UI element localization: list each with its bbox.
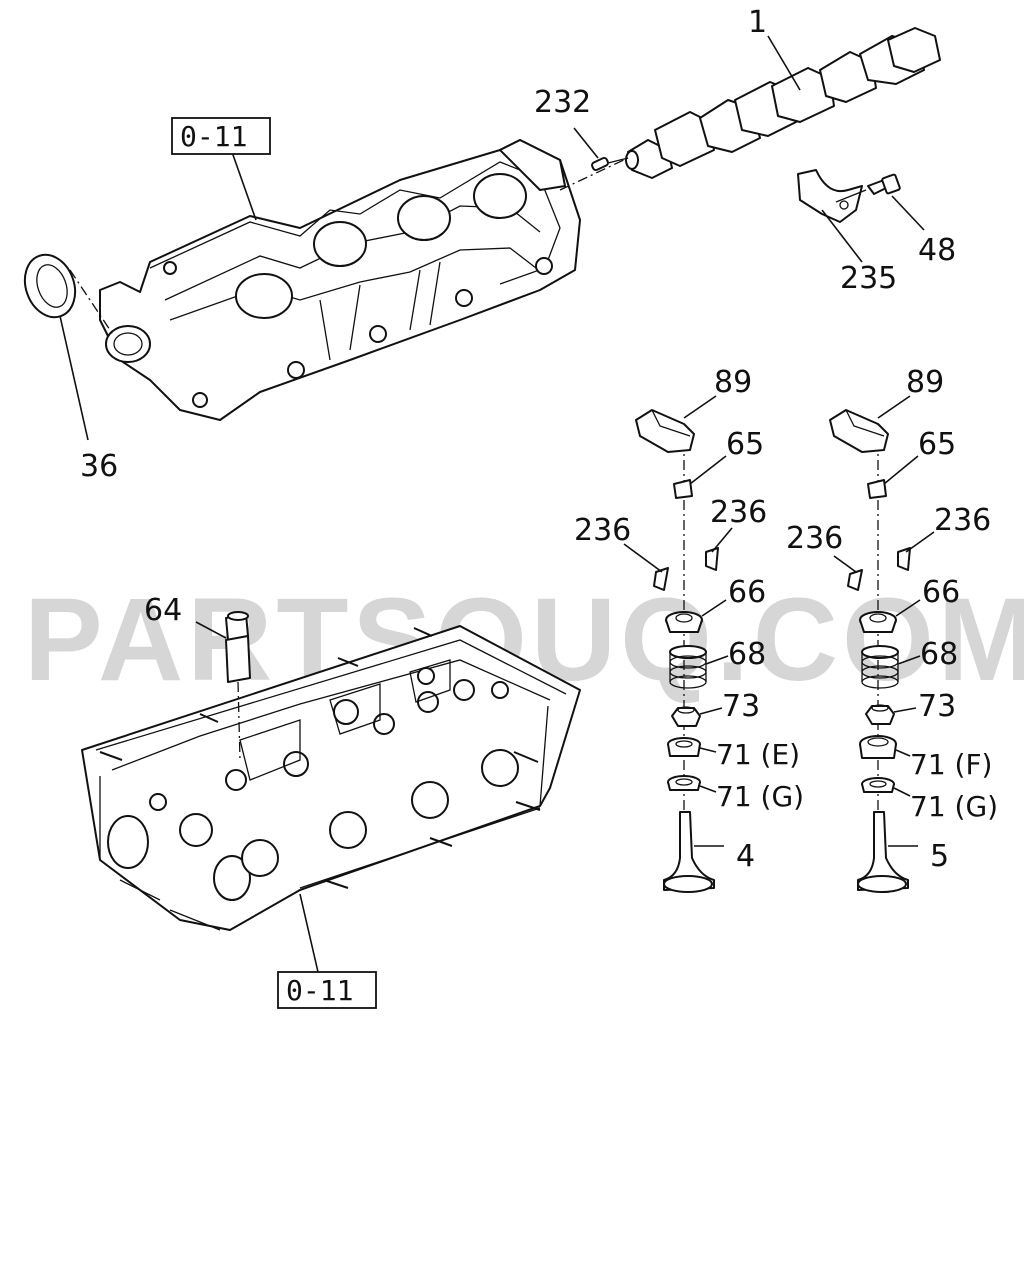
label-rocker-left: 89 — [714, 365, 752, 400]
label-rocker-right: 89 — [906, 365, 944, 400]
label-spring-left: 68 — [728, 637, 766, 672]
cotter-left-a[interactable] — [653, 567, 669, 591]
spring-seat-g-left[interactable] — [667, 775, 701, 791]
cylinder-head[interactable] — [81, 625, 581, 931]
rocker-arm-left[interactable] — [635, 409, 695, 453]
label-cotter-left-a: 236 — [574, 513, 631, 548]
valve-stack-exhaust: 89 65 236 236 66 — [786, 365, 998, 893]
tappet[interactable] — [225, 611, 251, 683]
label-seat-g-right: 71 (G) — [910, 790, 998, 823]
bracket[interactable] — [797, 169, 863, 223]
label-intake-valve: 4 — [736, 839, 755, 874]
label-stem-seal-right: 73 — [918, 689, 956, 724]
label-seat-f: 71 (F) — [910, 748, 992, 781]
stem-seal-right[interactable] — [865, 704, 895, 725]
label-bolt: 48 — [918, 233, 956, 268]
label-seat-g-left: 71 (G) — [716, 780, 804, 813]
label-key-right: 65 — [918, 427, 956, 462]
label-retainer-right: 66 — [922, 575, 960, 610]
label-camshaft: 1 — [748, 5, 767, 40]
label-bracket: 235 — [840, 261, 897, 296]
ref-label-top: 0-11 — [180, 120, 247, 153]
label-stem-seal-left: 73 — [722, 689, 760, 724]
label-cotter-left-b: 236 — [710, 495, 767, 530]
spring-retainer-left[interactable] — [665, 611, 703, 633]
stem-seal-left[interactable] — [671, 706, 701, 727]
label-oil-seal: 36 — [80, 449, 118, 484]
valve-key-right[interactable] — [867, 479, 887, 499]
camshaft[interactable] — [625, 27, 941, 179]
spring-retainer-right[interactable] — [859, 611, 897, 633]
cotter-right-b[interactable] — [897, 547, 911, 571]
label-tappet: 64 — [144, 593, 182, 628]
label-cotter-right-b: 236 — [934, 503, 991, 538]
ref-box-bottom[interactable] — [277, 971, 377, 1009]
valve-stack-intake: 89 65 236 236 66 — [574, 365, 804, 893]
label-seat-e: 71 (E) — [716, 738, 800, 771]
oil-seal[interactable] — [17, 248, 84, 325]
rocker-arm-right[interactable] — [829, 409, 889, 453]
spring-seat-f[interactable] — [859, 735, 897, 759]
cam-carrier[interactable] — [99, 139, 581, 421]
ref-label-bottom: 0-11 — [286, 974, 353, 1007]
label-key-left: 65 — [726, 427, 764, 462]
exhaust-valve[interactable] — [857, 811, 909, 893]
head-studs — [99, 627, 541, 889]
bracket-bolt[interactable] — [867, 173, 901, 195]
camshaft-pin[interactable] — [591, 156, 609, 172]
valve-spring-right[interactable] — [861, 645, 899, 689]
valve-key-left[interactable] — [673, 479, 693, 499]
cotter-right-a[interactable] — [847, 569, 863, 591]
spring-seat-g-right[interactable] — [861, 777, 895, 793]
label-cotter-right-a: 236 — [786, 521, 843, 556]
valve-spring-left[interactable] — [669, 645, 707, 689]
label-spring-right: 68 — [920, 637, 958, 672]
intake-valve[interactable] — [663, 811, 715, 893]
label-pin: 232 — [534, 85, 591, 120]
label-exhaust-valve: 5 — [930, 839, 949, 874]
spring-seat-e[interactable] — [667, 737, 701, 757]
ref-box-top[interactable] — [171, 117, 271, 155]
label-retainer-left: 66 — [728, 575, 766, 610]
